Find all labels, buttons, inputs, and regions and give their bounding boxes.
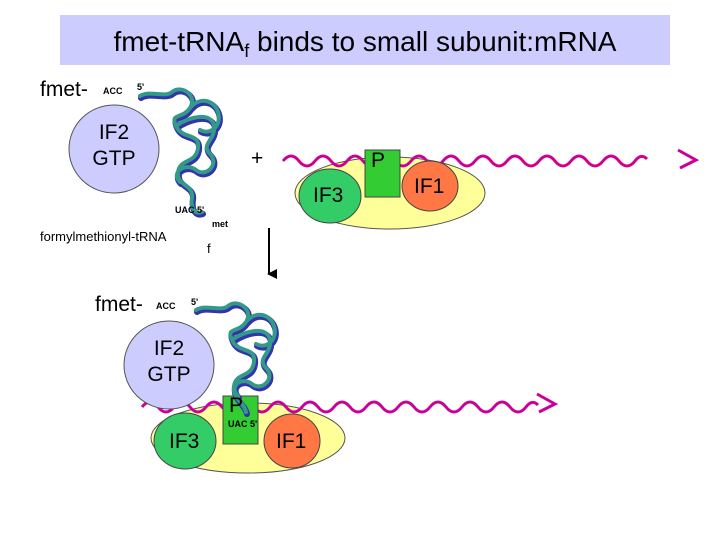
page-title: fmet-tRNAf binds to small subunit:mRNA	[113, 26, 617, 61]
trna-name-superscript: met	[212, 219, 229, 229]
uac-label-top: UAC 5'	[175, 205, 205, 215]
if3-bottom	[153, 412, 217, 470]
if2-bottom	[123, 320, 215, 410]
mrna-bottom	[140, 400, 540, 414]
acc-label-top: ACC	[103, 86, 123, 96]
plus-sign: +	[251, 147, 264, 170]
p-site-top	[364, 149, 401, 198]
if1-label-bottom: IF1	[276, 430, 307, 453]
p-site-label-bottom: P	[229, 394, 244, 417]
mrna-top	[281, 154, 649, 168]
trna-name-subscript: f	[207, 241, 211, 256]
mrna-bottom-arrowhead	[536, 392, 559, 414]
five-prime-label-bottom: 5'	[191, 297, 199, 307]
if1-label-top: IF1	[414, 175, 445, 198]
if1-bottom	[263, 413, 321, 469]
if1-top	[401, 160, 459, 212]
title-banner: fmet-tRNAf binds to small subunit:mRNA	[60, 15, 670, 65]
trna-name-label: formylmethionyl-tRNA	[40, 229, 167, 244]
mrna-top-arrowhead	[677, 148, 700, 170]
five-prime-label-top: 5'	[137, 82, 145, 92]
if3-label-top: IF3	[313, 184, 344, 207]
p-site-label-top: P	[371, 149, 386, 172]
fmet-label-top: fmet-	[40, 78, 88, 101]
fmet-label-bottom: fmet-	[95, 293, 143, 316]
trna-bottom	[194, 301, 279, 417]
acc-label-bottom: ACC	[156, 301, 176, 311]
if3-label-bottom: IF3	[169, 430, 200, 453]
if3-top	[298, 168, 362, 224]
if2-top	[68, 104, 160, 194]
uac-label-bottom: UAC 5'	[228, 419, 258, 429]
trna-top	[138, 87, 223, 218]
